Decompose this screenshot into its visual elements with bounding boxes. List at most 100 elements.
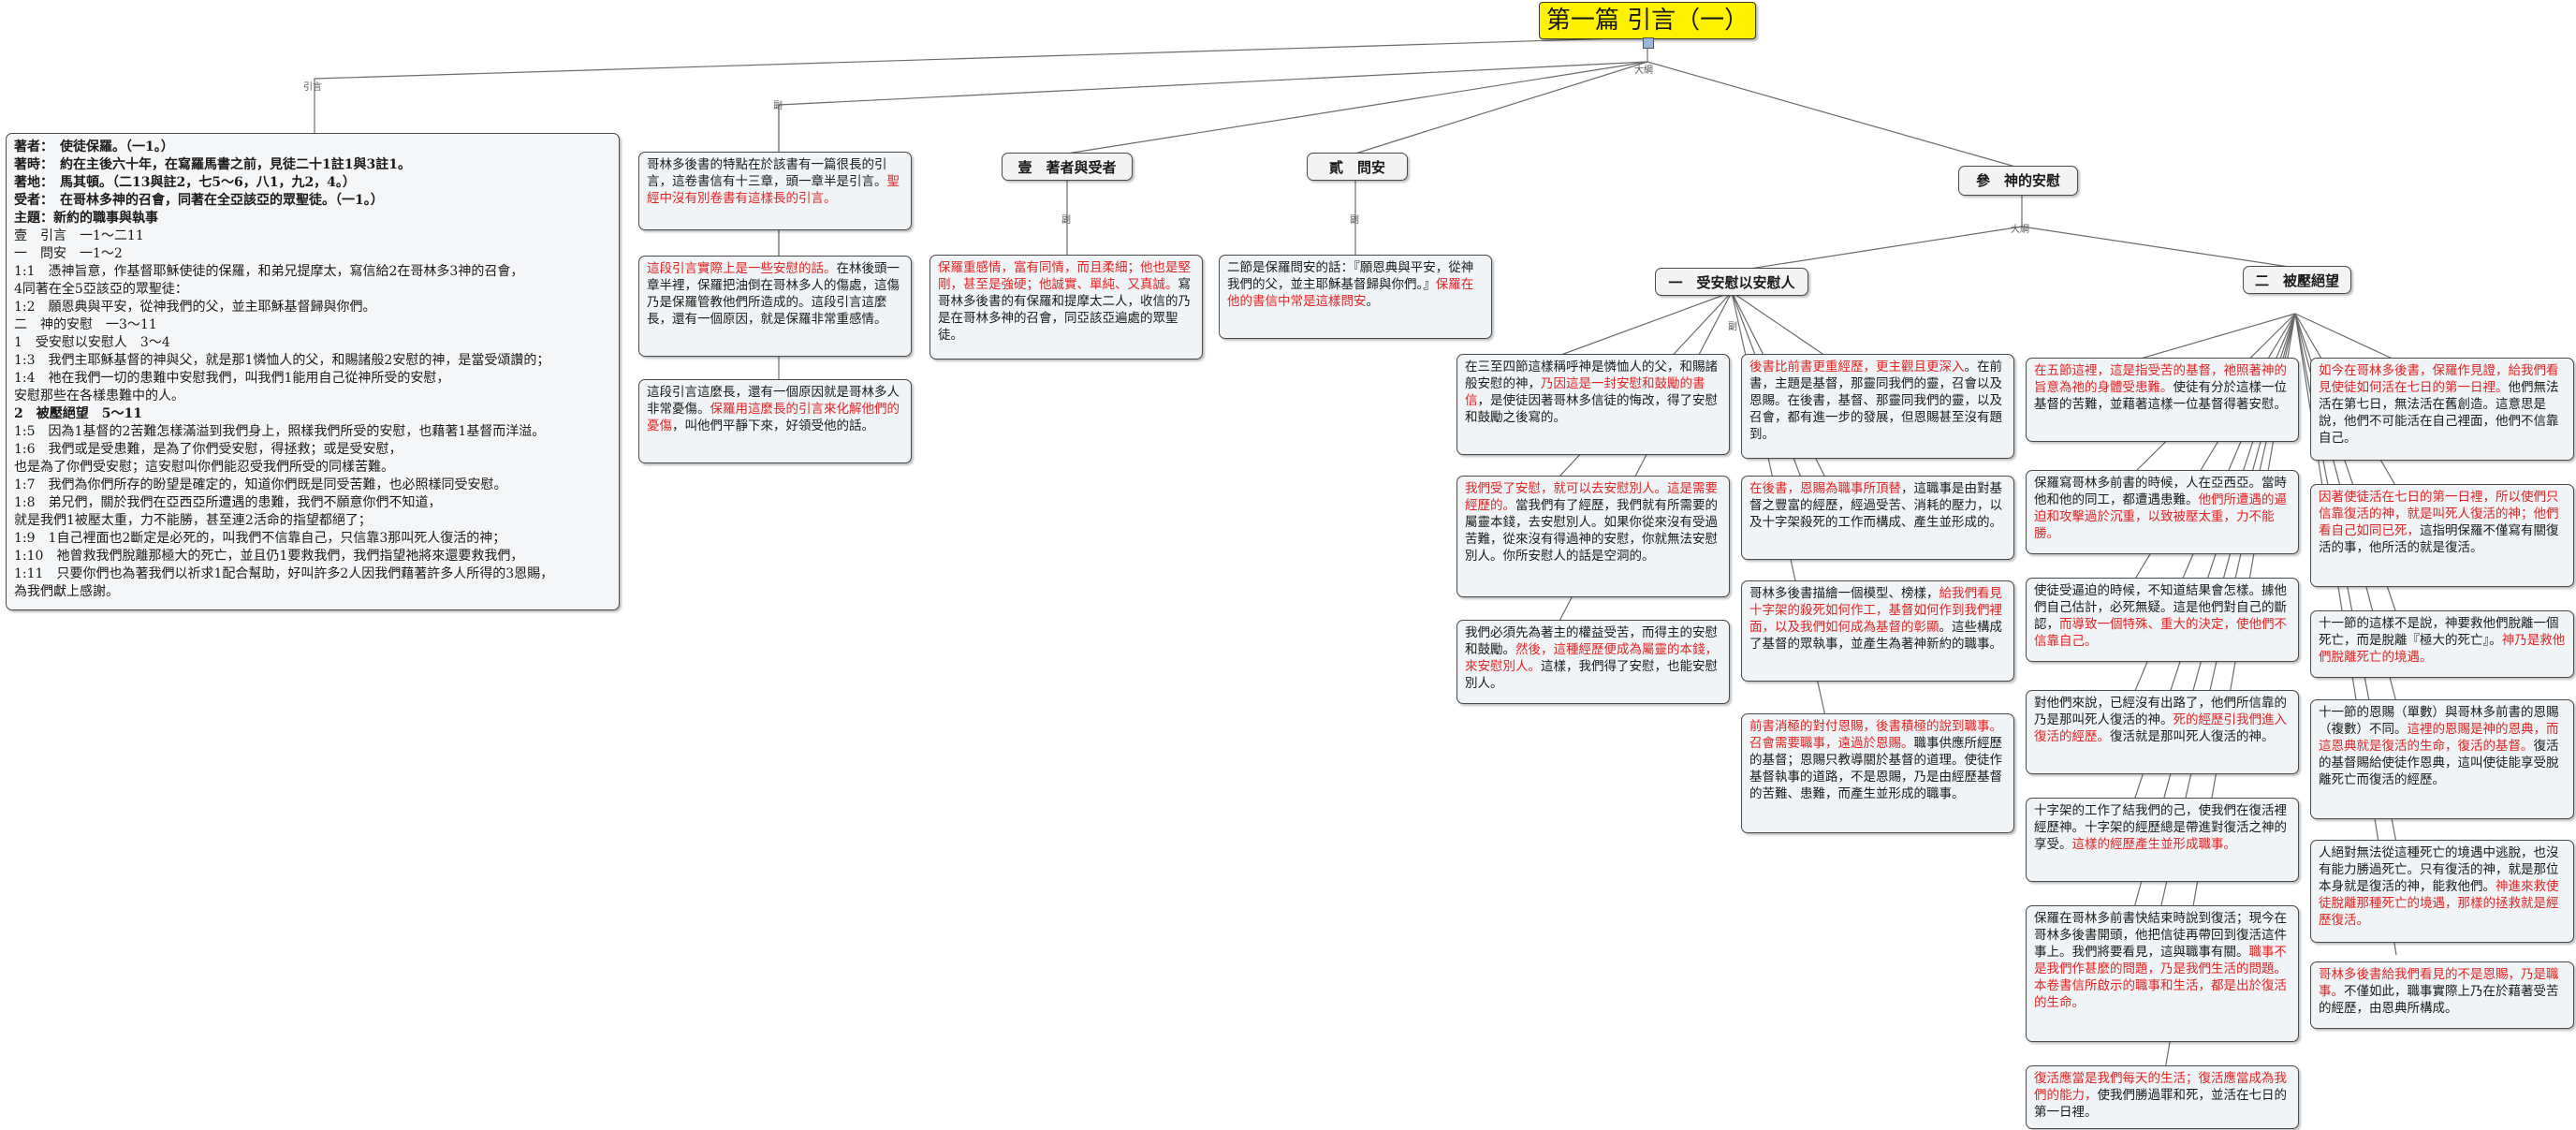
note-resurrection-life[interactable]: 保羅在哥林多前書快結束時說到復活；現今在哥林多後書開頭，他把信徒再帶回到復活這件… [2026,905,2299,1042]
intro-line: 著時： 約在主後六十年，在寫羅馬書之前，見徒二十1註1與3註1。 [14,157,411,172]
link-outline-note [778,61,1648,154]
note-ministry-over-gifts[interactable]: 前書消極的對付恩賜，後書積極的說到職事。召會需要職事，遠過於恩賜。職事供應所經歷… [1741,713,2014,833]
note-paul-greeting[interactable]: 二節是保羅問安的話：『願恩典與平安，從神我們的父，並主耶穌基督歸與你們。』保羅在… [1219,255,1492,339]
note-text: 這樣，我們得了安慰，也能安慰別人。 [1465,659,1718,691]
intro-line: 為我們獻上感謝。 [14,584,119,599]
note-text: 復活就是那叫死人復活的神。 [2110,729,2275,744]
note-pattern-of-cross[interactable]: 哥林多後書描繪一個模型、榜樣，給我們看見十字架的殺死如何作工，基督如何作到我們裡… [1741,580,2014,682]
note-text: 當我們有了經歷，我們就有所需要的屬靈本錢，去安慰別人。如果你從來沒有受過苦難，從… [1465,498,1718,564]
note-text: 。 [1366,294,1380,309]
intro-line: 1:8 弟兄們，關於我們在亞西亞所遭遇的患難，我們不願意你們不知道， [14,495,442,510]
note-text: 哥林多後書的特點在於該書有一篇很長的引言，這卷書信有十三章，頭一章半是引言。 [647,157,887,189]
note-text: 職事供應所經歷的基督；恩賜只教導關於基督的道理。使徒作基督執事的道路，不是恩賜，… [1749,736,2002,801]
note-text: 不僅如此，職事實際上乃在於藉著受苦的經歷，由恩典所構成。 [2319,984,2559,1016]
note-suffering-christ[interactable]: 在五節這裡，這是指受苦的基督，祂照著神的旨意為祂的身體受患難。使徒有分於這樣一位… [2026,358,2299,442]
note-god-who-raises[interactable]: 對他們來說，已經沒有出路了，他們所信靠的乃是那叫死人復活的神。死的經歷引我們進入… [2026,690,2299,774]
note-daily-resurrection[interactable]: 復活應當是我們每天的生活；復活應當成為我們的能力，使我們勝過罪和死，並活在七日的… [2026,1065,2299,1129]
intro-line: 安慰那些在各樣患難中的人。 [14,389,184,404]
note-not-gifts-but-ministry[interactable]: 哥林多後書給我們看見的不是恩賜，乃是職事。不僅如此，職事實際上乃在於藉著受苦的經… [2310,961,2574,1029]
note-gift-replaced-by-ministry[interactable]: 在後書，恩賜為職事所頂替，這職事是由對基督之豐富的經歷，經過受苦、消耗的壓力，以… [1741,476,2014,560]
note-text: 如今在哥林多後書，保羅作見證，給我們看見使徒如何活在七日的第一日裡。 [2319,363,2559,395]
note-text: 十字架的工作了結我們的己，使我們在復活裡經歷神。十字架的經歷總是帶進對復活之神的… [2034,803,2287,852]
note-trust-in-god[interactable]: 因著使徒活在七日的第一日裡，所以使們只信靠復活的神，就是叫死人復活的神；他們看自… [2310,484,2574,587]
note-comfort-experience[interactable]: 我們受了安慰，就可以去安慰別人。這是需要經歷的。當我們有了經歷，我們就有所需要的… [1456,476,1730,597]
link-h3-h32 [2021,226,2296,269]
link-h3-h31 [1731,192,2023,272]
intro-line: 著者： 使徒保羅。（一1。） [14,139,174,154]
note-text: 二節是保羅問安的話：『願恩典與平安，從神我們的父，並主耶穌基督歸與你們。』 [1227,260,1474,292]
edge-label-intro: 引言 [303,82,322,93]
note-text: 神乃是救他們脫離死亡的境遇。 [2319,633,2566,665]
note-text: 人絕對無法從這種死亡的境遇中逃脫，也沒有能力勝過死亡。只有復活的神，就是那位本身… [2319,845,2559,894]
header-comfort-of-god[interactable]: 參 神的安慰 [1958,166,2078,196]
note-text: 保羅用這麼長的引言來化解他們的憂傷 [647,402,900,433]
intro-line: 一 問安 一1～2 [14,246,123,261]
header-greeting[interactable]: 貳 問安 [1307,153,1408,181]
note-text: 保羅寫哥林多前書的時候，人在亞西亞。當時他和他的同工，都遭遇患難。 [2034,476,2287,507]
note-pressed-in-asia[interactable]: 保羅寫哥林多前書的時候，人在亞西亞。當時他和他的同工，都遭遇患難。他們所遭遇的逼… [2026,470,2299,554]
note-text: 這裡的恩賜是神的恩典，而這恩典就是復活的生命，復活的基督。 [2319,722,2559,754]
note-text: 。在前書，主題是基督，那靈同我們的靈，召會以及恩賜。在後書，基督、那靈同我們的靈… [1749,360,2002,442]
note-great-death[interactable]: 十一節的這樣不是說，神要救他們脫離一個死亡，而是脫離『極大的死亡』。神乃是救他們… [2310,610,2574,678]
intro-line: 受者： 在哥林多神的召會，同著在全亞該亞的眾聖徒。（一1。） [14,193,384,208]
note-text: 對他們來說，已經沒有出路了，他們所信靠的乃是那叫死人復活的神。 [2034,696,2287,727]
edge-label-sub: 副 [773,101,783,111]
intro-line: 二 神的安慰 一3～11 [14,317,157,332]
intro-line: 1:9 1自己裡面也2斷定是必死的，叫我們不信靠自己，只信靠3那叫死人復活的神； [14,531,506,546]
note-text: 復活應當是我們每天的生活；復活應當成為我們的能力， [2034,1071,2287,1103]
root-marker-icon [1643,37,1654,49]
note-text: 因著使徒活在七日的第一日裡，所以使們只信靠復活的神，就是叫死人復活的神；他們看自… [2319,490,2559,538]
intro-line: 1:1 憑神旨意，作基督耶穌使徒的保羅，和弟兄提摩太，寫信給2在哥林多3神的召會… [14,264,524,279]
note-first-day-of-week[interactable]: 如今在哥林多後書，保羅作見證，給我們看見使徒如何活在七日的第一日裡。他們無法活在… [2310,358,2574,461]
note-text: 在五節這裡，這是指受苦的基督，祂照著神的旨意為祂的身體受患難。 [2034,363,2287,395]
note-text: 保羅在他的書信中常是這樣問安 [1227,277,1474,309]
note-text: 在後書，恩賜為職事所頂替 [1749,481,1901,496]
note-text: 使徒受逼迫的時候，不知道結果會怎樣。據他們自己估計，必死無疑。這是他們對自己的斷… [2034,583,2287,632]
note-father-of-mercies[interactable]: 在三至四節這樣稱呼神是憐恤人的父，和賜諸般安慰的神，乃因這是一封安慰和鼓勵的書信… [1456,354,1730,455]
note-cross-work[interactable]: 十字架的工作了結我們的己，使我們在復活裡經歷神。十字架的經歷總是帶進對復活之神的… [2026,798,2299,882]
note-subjective-experience[interactable]: 後書比前書更重經歷，更主觀且更深入。在前書，主題是基督，那靈同我們的靈，召會以及… [1741,354,2014,459]
note-long-introduction[interactable]: 哥林多後書的特點在於該書有一篇很長的引言，這卷書信有十三章，頭一章半是引言。聖經… [638,152,912,230]
note-suffer-for-lord[interactable]: 我們必須先為著主的權益受苦，而得主的安慰和鼓勵。然後，這種經歷便成為屬靈的本錢，… [1456,620,1730,704]
note-cannot-escape-death[interactable]: 人絕對無法從這種死亡的境遇中逃脫，也沒有能力勝過死亡。只有復活的神，就是那位本身… [2310,840,2574,943]
note-text: 十一節的恩賜（單數）與哥林多前書的恩賜（複數）不同。 [2319,705,2559,737]
edge-label-outline: 大綱 [2011,225,2029,235]
note-sorrowful-corinthians[interactable]: 這段引言這麼長，還有一個原因就是哥林多人非常憂傷。保羅用這麼長的引言來化解他們的… [638,379,912,463]
intro-line: 4同著在全5亞該亞的眾聖徒： [14,282,188,297]
note-text: 在林後頭一章半裡，保羅把油倒在哥林多人的傷處，這傷乃是保羅管教他們所造成的。這段… [647,261,900,327]
header-author-recipient[interactable]: 壹 著者與受者 [1002,153,1133,181]
header-pressed-despair[interactable]: 二 被壓絕望 [2243,266,2351,294]
note-paul-affection[interactable]: 保羅重感情，富有同情，而且柔細；他也是堅剛，甚至是強硬；他誠實、單純、又真誠。寫… [929,255,1203,360]
header-comforted-to-comfort[interactable]: 一 受安慰以安慰人 [1655,268,1808,296]
note-sentence-of-death[interactable]: 使徒受逼迫的時候，不知道結果會怎樣。據他們自己估計，必死無疑。這是他們對自己的斷… [2026,578,2299,662]
note-text: 這樣的經歷產生並形成職事。 [2071,837,2237,852]
note-text: 我們受了安慰，就可以去安慰別人。這是需要經歷的。 [1465,481,1718,513]
note-text: 保羅在哥林多前書快結束時說到復活；現今在哥林多後書開頭，他把信徒再帶回到復活這件… [2034,911,2287,960]
note-text: 而導致一個特殊、重大的決定，使他們不信靠自己。 [2034,617,2287,649]
note-comforting-words[interactable]: 這段引言實際上是一些安慰的話。在林後頭一章半裡，保羅把油倒在哥林多人的傷處，這傷… [638,256,912,357]
note-text: 聖經中沒有別卷書有這樣長的引言。 [647,174,900,206]
edge-label-sub: 副 [1350,215,1359,226]
note-text: ，這職事是由對基督之豐富的經歷，經過受苦、消耗的壓力，以及十字架殺死的工作而構成… [1749,481,2002,530]
intro-line: 主題：新約的職事與執事 [14,211,158,226]
note-gift-singular[interactable]: 十一節的恩賜（單數）與哥林多前書的恩賜（複數）不同。這裡的恩賜是神的恩典，而這恩… [2310,699,2574,819]
note-text: 這段引言實際上是一些安慰的話。 [647,261,837,276]
note-text: 後書比前書更重經歷，更主觀且更深入 [1749,360,1965,374]
note-text: 使我們勝過罪和死，並活在七日的第一日裡。 [2034,1088,2287,1120]
edge-label-outline: 大綱 [1634,66,1653,76]
note-text: 我們必須先為著主的權益受苦，而得主的安慰和鼓勵。 [1465,625,1718,657]
note-text: 哥林多後書描繪一個模型、榜樣， [1749,586,1939,601]
note-text: 這指明保羅不僅寫有關復活的事，他所活的就是復活。 [2319,523,2559,555]
note-text: 死的經歷引我們進入復活的經歷。 [2034,712,2287,744]
intro-line: 1:3 我們主耶穌基督的神與父，就是那1憐恤人的父，和賜諸般2安慰的神，是當受頌… [14,353,550,368]
note-text: 前書消極的對付恩賜，後書積極的說到職事。召會需要職事，遠過於恩賜。 [1749,719,2002,751]
intro-line: 1:5 因為1基督的2苦難怎樣滿溢到我們身上，照樣我們所受的安慰，也藉著1基督而… [14,424,546,439]
intro-line: 1:2 願恩典與平安，從神我們的父，並主耶穌基督歸與你們。 [14,300,376,315]
intro-line: 2 被壓絕望 5～11 [14,406,142,421]
intro-line: 1:6 我們或是受患難，是為了你們受安慰，得拯救；或是受安慰， [14,442,402,457]
link-outline-h1 [1066,61,1648,154]
root-title[interactable]: 第一篇 引言（一） [1539,2,1756,39]
intro-scripture-box[interactable]: 著者： 使徒保羅。（一1。） 著時： 約在主後六十年，在寫羅馬書之前，見徒二十1註… [6,133,620,610]
intro-line: 1 受安慰以安慰人 3～4 [14,335,170,350]
intro-line: 也是為了你們受安慰；這安慰叫你們能忍受我們所受的同樣苦難。 [14,460,394,475]
